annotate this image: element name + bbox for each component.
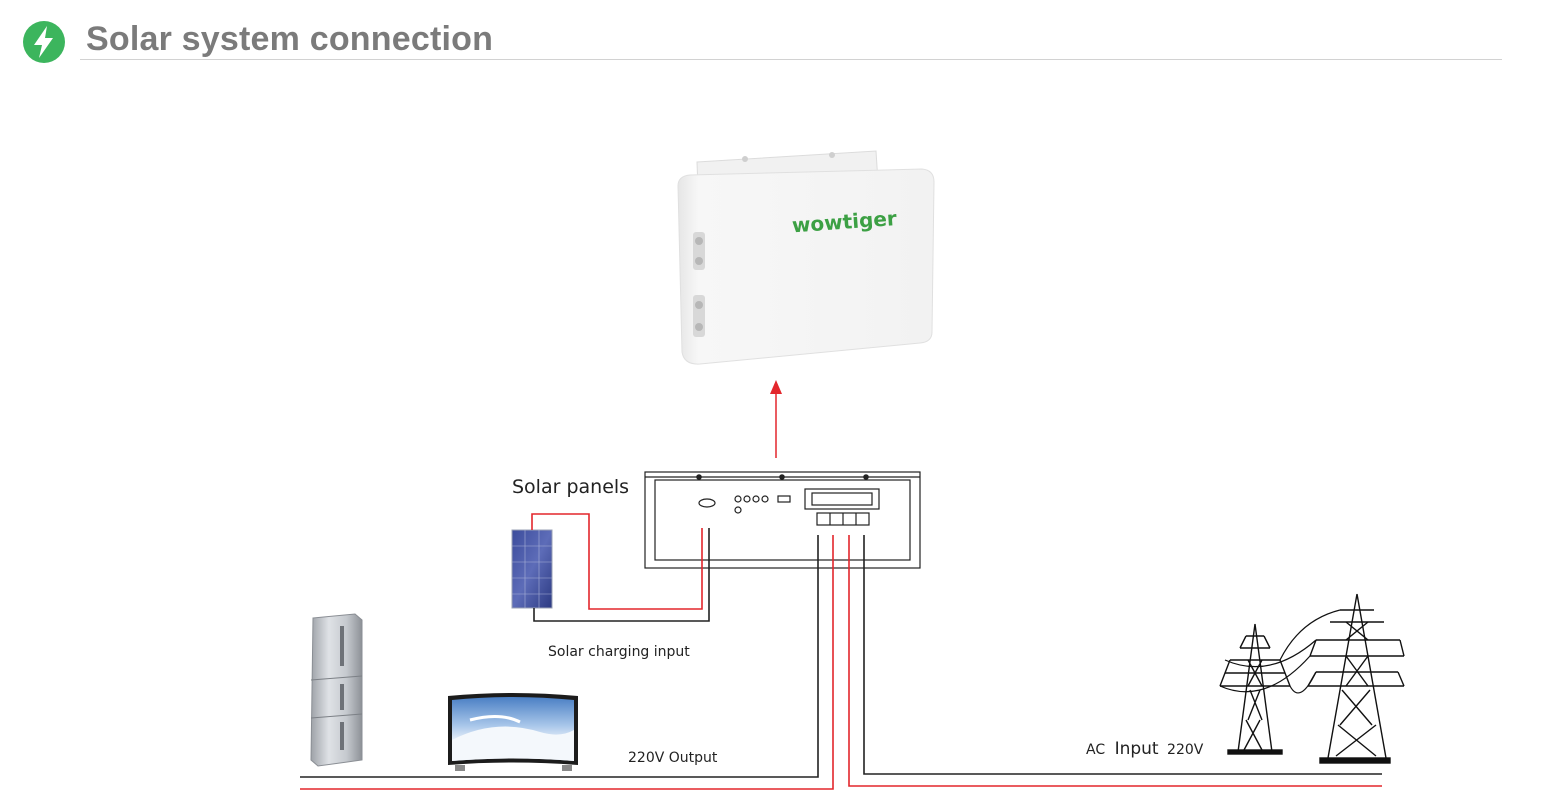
refrigerator-icon [310, 613, 363, 767]
output-label: 220V Output [628, 750, 718, 766]
header-divider [80, 59, 1502, 60]
fan-vent-icon [693, 295, 705, 337]
ac-input-word-label: Input [1115, 739, 1159, 759]
solar-charging-input-label: Solar charging input [548, 644, 690, 660]
lightning-bolt-icon [23, 21, 65, 63]
solar-panel-icon [511, 529, 553, 609]
solar-panels-label: Solar panels [512, 476, 629, 498]
inverter-unit [644, 471, 921, 569]
fan-vent-icon [693, 232, 705, 270]
battery-unit: wowtiger [677, 150, 935, 365]
power-pylon-icon [1219, 593, 1405, 764]
ac-voltage-label: 220V [1167, 742, 1204, 758]
solar-wiring [531, 513, 710, 622]
svg-text:AC Input 220V: AC Input 220V [1086, 739, 1204, 759]
page-title: Solar system connection [86, 20, 494, 58]
output-wiring [300, 535, 834, 790]
input-wiring [848, 535, 1382, 787]
connection-arrow [770, 380, 782, 458]
section-header: Solar system connection [22, 18, 1502, 63]
ac-prefix-label: AC [1086, 742, 1105, 758]
television-icon [448, 693, 578, 771]
